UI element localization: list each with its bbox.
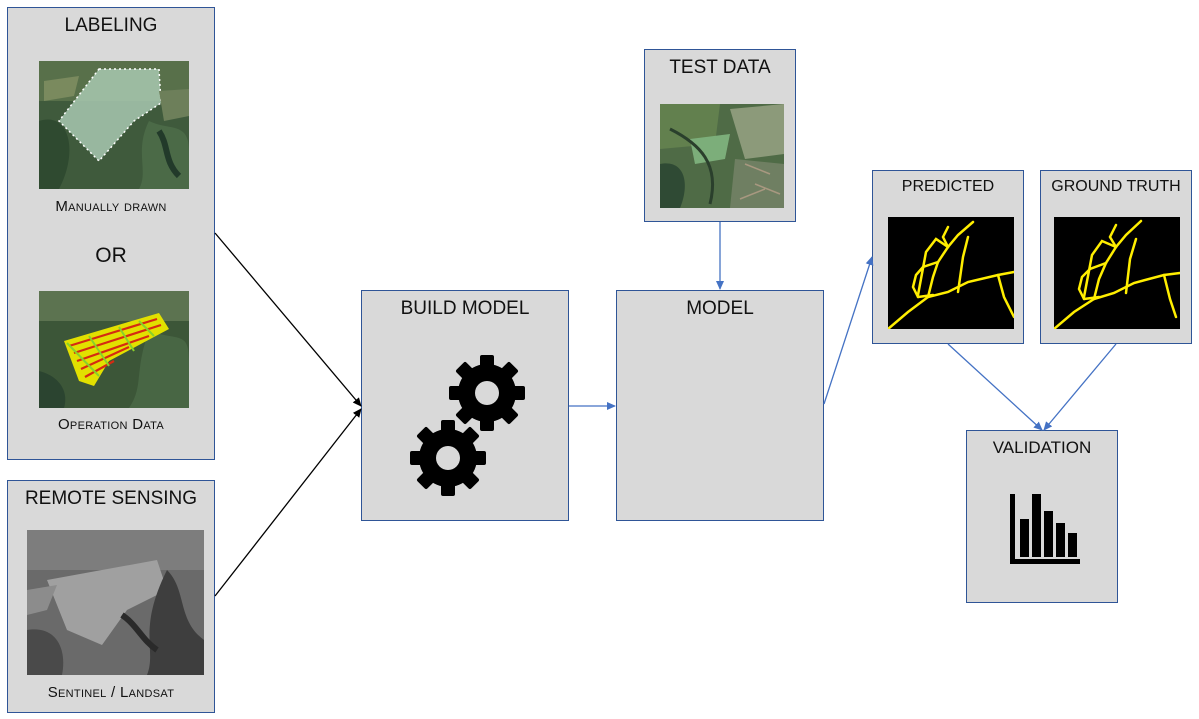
build-model-title: BUILD MODEL: [400, 298, 530, 319]
model-box: MODEL: [616, 290, 824, 521]
bar-chart-icon: [1007, 489, 1082, 569]
remote-sensing-title: REMOTE SENSING: [24, 488, 198, 509]
test-data-image: [660, 104, 784, 208]
model-title: MODEL: [686, 298, 754, 319]
arrow-labeling-to-build: [214, 232, 362, 407]
validation-box: VALIDATION: [966, 430, 1118, 603]
predicted-mask-image: [888, 217, 1014, 329]
arrow-truth-to-validation: [1043, 343, 1117, 431]
labeling-box: LABELING Manually drawn OR Operation Dat…: [7, 7, 215, 460]
remote-sensing-box: REMOTE SENSING Sentinel / Landsat: [7, 480, 215, 713]
test-data-box: TEST DATA: [644, 49, 796, 222]
ground-truth-mask-image: [1054, 217, 1180, 329]
ground-truth-title: GROUND TRUTH: [1051, 178, 1181, 195]
operation-caption: Operation Data: [57, 416, 165, 433]
manual-label-image: [39, 61, 189, 189]
operation-data-image: [39, 291, 189, 408]
remote-sensing-caption: Sentinel / Landsat: [47, 684, 175, 701]
ground-truth-box: GROUND TRUTH: [1040, 170, 1192, 344]
predicted-title: PREDICTED: [901, 178, 995, 195]
labeling-title: LABELING: [64, 15, 158, 36]
build-model-box: BUILD MODEL: [361, 290, 569, 521]
manual-caption: Manually drawn: [55, 198, 167, 215]
predicted-box: PREDICTED: [872, 170, 1024, 344]
arrow-model-to-predicted: [823, 256, 874, 405]
satellite-image: [27, 530, 204, 675]
or-text: OR: [95, 244, 127, 267]
arrow-remote-to-build: [214, 408, 362, 597]
arrow-predicted-to-validation: [947, 343, 1043, 431]
validation-title: VALIDATION: [992, 438, 1092, 457]
test-data-title: TEST DATA: [669, 57, 771, 78]
gears-icon: [402, 346, 532, 496]
